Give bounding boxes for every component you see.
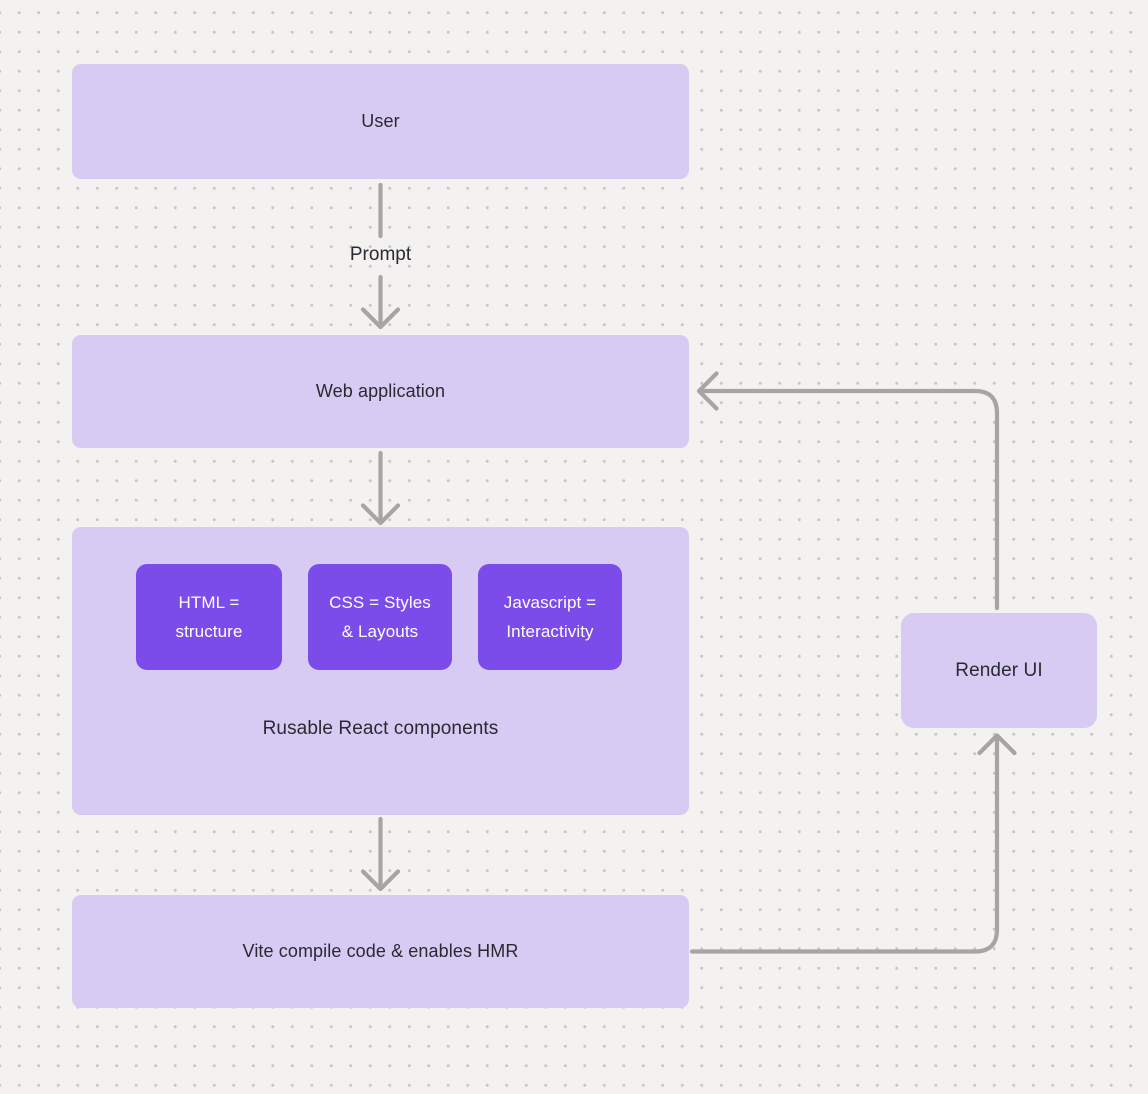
node-web-application[interactable]: Web application xyxy=(72,335,689,448)
edge-label-prompt: Prompt xyxy=(349,244,412,265)
node-web-application-label: Web application xyxy=(315,381,446,401)
arrowhead-webapp-to-components xyxy=(360,503,401,526)
node-render-ui[interactable]: Render UI xyxy=(901,613,1097,728)
node-user[interactable]: User xyxy=(72,64,689,179)
chip-html-line1: HTML = xyxy=(178,593,240,612)
arrowhead-components-to-vite xyxy=(360,869,401,892)
node-components-group[interactable]: HTML = structure CSS = Styles & Layouts … xyxy=(72,527,689,815)
node-render-ui-label: Render UI xyxy=(955,659,1043,681)
arrowhead-user-to-webapp xyxy=(360,307,401,330)
chip-html[interactable]: HTML = structure xyxy=(136,564,282,670)
chip-css-line2: & Layouts xyxy=(341,622,419,641)
chip-html-line2: structure xyxy=(175,622,243,641)
edge-render-to-webapp xyxy=(698,388,1000,611)
chip-css-line1: CSS = Styles xyxy=(329,593,431,612)
components-group-caption: Rusable React components xyxy=(262,718,499,739)
arrowhead-vite-to-render xyxy=(977,733,1017,756)
chip-css[interactable]: CSS = Styles & Layouts xyxy=(308,564,452,670)
edge-vite-to-render xyxy=(689,737,1000,954)
arrowhead-render-to-webapp xyxy=(696,371,719,411)
chip-javascript-line1: Javascript = xyxy=(503,593,597,612)
node-vite-label: Vite compile code & enables HMR xyxy=(242,941,519,961)
node-user-label: User xyxy=(361,111,400,131)
chip-javascript-line2: Interactivity xyxy=(506,622,594,641)
node-vite[interactable]: Vite compile code & enables HMR xyxy=(72,895,689,1008)
chip-javascript[interactable]: Javascript = Interactivity xyxy=(478,564,622,670)
